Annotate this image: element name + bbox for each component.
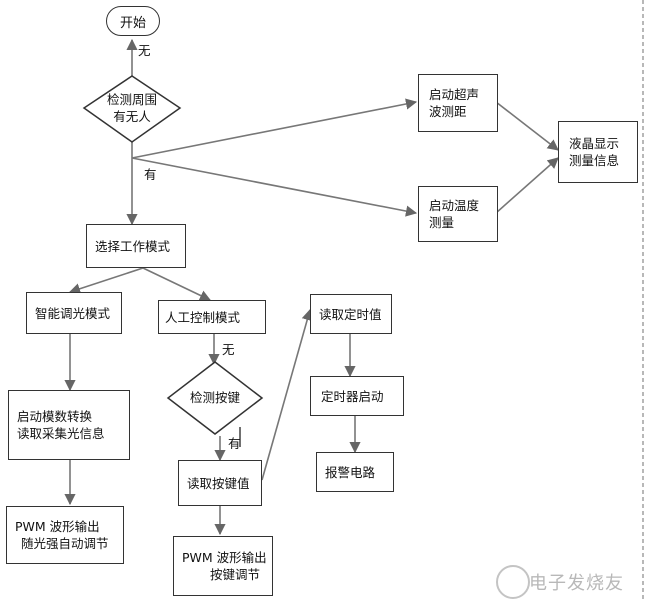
edge-to-ultrasonic [131, 98, 418, 159]
pwm-auto-box: PWM 波形输出 随光强自动调节 [6, 506, 124, 564]
smart-mode-box: 智能调光模式 [26, 292, 122, 334]
lcd-line1: 液晶显示 [569, 136, 620, 151]
decision-detect-person-line1: 检测周围 [106, 92, 157, 107]
read-timer-label: 读取定时值 [319, 306, 382, 322]
watermark-logo-icon [496, 565, 530, 599]
adc-line2: 读取采集光信息 [17, 426, 105, 441]
manual-mode-box: 人工控制模式 [158, 300, 266, 334]
watermark-text: 电子发烧友 [529, 573, 624, 594]
edge-ultrasonic-to-lcd [495, 101, 559, 151]
alarm-box: 报警电路 [316, 452, 394, 492]
alarm-label: 报警电路 [325, 464, 376, 480]
edge-select-to-smart [68, 267, 144, 295]
ultrasonic-line2: 波测距 [429, 104, 467, 119]
temperature-line2: 测量 [429, 215, 455, 230]
pwm-key-box: PWM 波形输出 按键调节 [173, 536, 273, 596]
decision-detect-key: 检测按键 [189, 390, 240, 405]
smart-mode-label: 智能调光模式 [35, 305, 111, 321]
manual-mode-label: 人工控制模式 [165, 309, 241, 325]
ultrasonic-box: 启动超声 波测距 [418, 74, 498, 132]
decision-detect-key-shape [166, 361, 264, 435]
select-mode-box: 选择工作模式 [86, 224, 186, 268]
label-has-key: 有 [228, 436, 241, 451]
temperature-line1: 启动温度 [429, 198, 480, 213]
decision-detect-person: 检测周围 有无人 [92, 91, 172, 125]
edge-temperature-to-lcd [495, 157, 559, 214]
pwm-key-line2: 按键调节 [210, 567, 261, 582]
edge-select-to-manual [142, 267, 212, 301]
label-no-key: 无 [222, 342, 235, 357]
lcd-line2: 测量信息 [569, 153, 620, 168]
ultrasonic-line1: 启动超声 [429, 87, 480, 102]
timer-start-label: 定时器启动 [321, 388, 384, 404]
lcd-box: 液晶显示 测量信息 [558, 121, 638, 183]
select-mode-label: 选择工作模式 [95, 238, 171, 254]
read-timer-box: 读取定时值 [310, 294, 392, 334]
decision-detect-person-line2: 有无人 [113, 109, 151, 124]
pwm-key-line1: PWM 波形输出 [182, 550, 267, 565]
label-has-person: 有 [144, 167, 157, 182]
read-key-label: 读取按键值 [187, 475, 250, 491]
temperature-box: 启动温度 测量 [418, 186, 498, 242]
pwm-auto-line1: PWM 波形输出 [15, 519, 100, 534]
edge-read-to-timer [261, 308, 313, 481]
start-terminal: 开始 [106, 6, 160, 36]
adc-line1: 启动模数转换 [17, 409, 93, 424]
label-no-person: 无 [138, 43, 151, 58]
edge-to-temperature [131, 157, 418, 217]
start-label: 开始 [119, 15, 146, 31]
decision-detect-person-shape [82, 75, 182, 143]
timer-start-box: 定时器启动 [310, 376, 404, 416]
read-key-box: 读取按键值 [178, 460, 262, 506]
pwm-auto-line2: 随光强自动调节 [21, 536, 109, 551]
adc-box: 启动模数转换 读取采集光信息 [8, 390, 130, 460]
